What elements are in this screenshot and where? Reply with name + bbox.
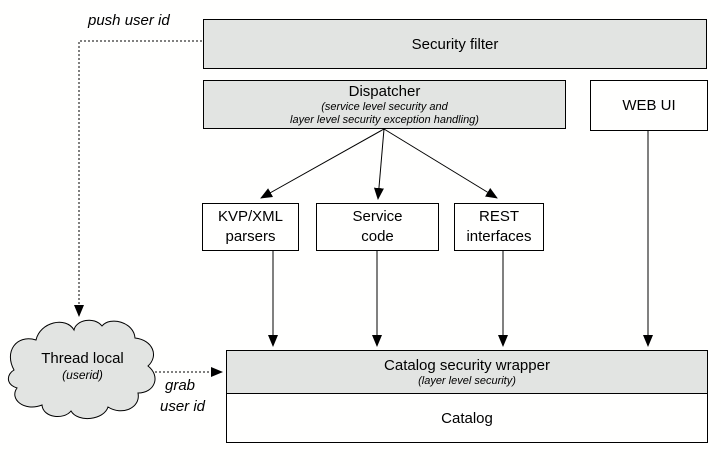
service-code-line1: Service — [352, 208, 403, 225]
edge-push-user-id — [74, 40, 202, 317]
node-catalog-security-wrapper: Catalog security wrapper (layer level se… — [226, 350, 708, 394]
edge-dispatcher-service — [373, 128, 385, 200]
kvp-xml-parsers-line2: parsers — [225, 228, 276, 245]
node-security-filter: Security filter — [203, 19, 707, 69]
dispatcher-label: Dispatcher — [348, 83, 421, 100]
thread-local-cloud — [7, 319, 156, 419]
grab-user-id-line1: grab — [165, 377, 196, 394]
thread-local-label: Thread local — [41, 350, 124, 367]
catalog-label: Catalog — [441, 409, 493, 427]
rest-interfaces-line2: interfaces — [466, 228, 532, 245]
push-user-id-label: push user id — [88, 12, 170, 29]
node-catalog: Catalog — [226, 393, 708, 443]
node-rest-interfaces: REST interfaces — [454, 203, 544, 251]
web-ui-label: WEB UI — [622, 97, 676, 114]
kvp-xml-parsers-line1: KVP/XML — [217, 208, 284, 225]
node-dispatcher: Dispatcher (service level security and l… — [203, 80, 566, 129]
security-filter-label: Security filter — [411, 35, 499, 53]
grab-user-id-line2: user id — [160, 398, 206, 415]
node-web-ui: WEB UI — [590, 80, 708, 131]
edge-dispatcher-kvp — [260, 128, 385, 199]
dispatcher-subtitle-line2: layer level security exception handling) — [290, 114, 479, 126]
node-thread-local: Thread local (userid) — [10, 350, 155, 383]
thread-local-subtitle: (userid) — [62, 368, 103, 382]
node-service-code: Service code — [316, 203, 439, 251]
dispatcher-subtitle-line1: (service level security and — [321, 101, 448, 113]
edge-dispatcher-rest — [383, 128, 498, 199]
service-code-line2: code — [361, 228, 394, 245]
catalog-security-wrapper-label: Catalog security wrapper — [384, 357, 550, 374]
rest-interfaces-line1: REST — [478, 208, 519, 225]
catalog-security-wrapper-subtitle: (layer level security) — [418, 375, 516, 387]
grab-user-id-label: grab user id — [160, 375, 205, 417]
node-kvp-xml-parsers: KVP/XML parsers — [202, 203, 299, 251]
